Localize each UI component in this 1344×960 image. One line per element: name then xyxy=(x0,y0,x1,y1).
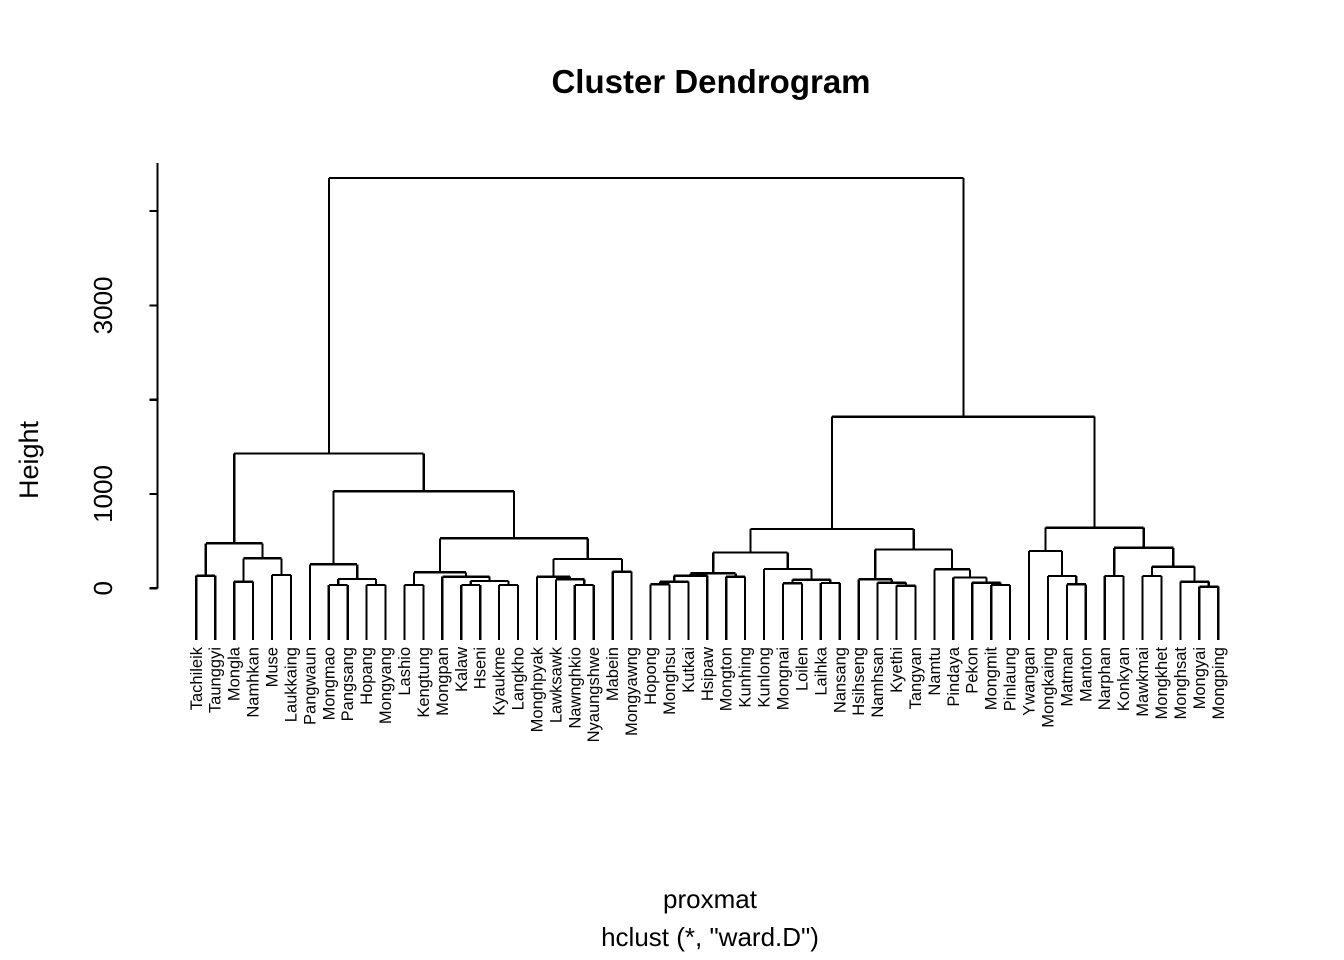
leaf-label: Manton xyxy=(1077,647,1095,702)
leaf-label: Mongpan xyxy=(434,647,452,716)
leaf-label: Mongping xyxy=(1210,647,1228,719)
leaf-label: Nansang xyxy=(831,647,849,713)
leaf-label: Kalaw xyxy=(453,647,471,692)
dendrogram-tree xyxy=(195,177,1220,640)
dendrogram-branches xyxy=(195,177,1220,640)
leaf-label: Pinlaung xyxy=(1002,647,1020,711)
leaf-label: Muse xyxy=(264,647,282,687)
leaf-label: Hopong xyxy=(642,647,660,705)
leaf-label: Pangsang xyxy=(339,647,357,721)
leaf-label: Pekon xyxy=(964,647,982,694)
leaf-label: Loilen xyxy=(793,647,811,691)
leaf-label: Lashio xyxy=(396,647,414,696)
y-tick-label: 1000 xyxy=(88,465,118,523)
leaf-label: Narphan xyxy=(1096,647,1114,710)
leaf-label: Mongla xyxy=(226,646,244,701)
leaf-label: Namhsan xyxy=(869,647,887,718)
leaf-label: Monghpyak xyxy=(528,646,546,732)
leaf-label: Kunlong xyxy=(756,647,774,708)
leaf-label: Kyethi xyxy=(888,647,906,693)
leaf-label: Kunhing xyxy=(737,647,755,708)
y-axis-line xyxy=(149,163,159,590)
leaf-label: Kengtung xyxy=(415,647,433,718)
leaf-label: Namtu xyxy=(926,647,944,696)
x-axis-sublabel: hclust (*, "ward.D") xyxy=(601,922,819,952)
leaf-label: Mongyang xyxy=(377,647,395,724)
leaf-label: Hsipaw xyxy=(699,647,717,701)
leaf-label: Mongyawng xyxy=(623,647,641,736)
leaf-label: Mongton xyxy=(718,647,736,711)
leaf-label: Langkho xyxy=(510,647,528,710)
leaf-label: Laukkaing xyxy=(282,647,300,722)
y-axis-label: Height xyxy=(14,420,44,499)
leaf-label: Hseni xyxy=(472,647,490,689)
leaf-label: Monghsu xyxy=(661,647,679,715)
leaf-label: Mongkaing xyxy=(1039,647,1057,728)
leaf-label: Nyaungshwe xyxy=(585,647,603,742)
leaf-label: Lawksawk xyxy=(547,646,565,723)
leaf-label: Kyaukme xyxy=(491,647,509,716)
leaf-label: Tangyan xyxy=(907,647,925,709)
leaf-label: Kutkai xyxy=(680,647,698,693)
leaf-label: Ywangan xyxy=(1021,647,1039,716)
leaf-label: Hsihseng xyxy=(850,647,868,716)
leaf-label: Namhkan xyxy=(245,647,263,718)
leaf-label: Mongmit xyxy=(983,647,1001,711)
leaf-label: Konkyan xyxy=(1115,647,1133,711)
leaf-label: Nawnghkio xyxy=(566,647,584,729)
leaf-label: Pindaya xyxy=(945,646,963,706)
y-tick-label: 0 xyxy=(88,581,118,595)
y-axis: 0 1000 3000 xyxy=(88,163,159,596)
leaf-label: Mongyai xyxy=(1191,647,1209,709)
leaf-label: Laihka xyxy=(812,646,830,695)
leaf-label: Matman xyxy=(1058,647,1076,707)
leaf-label: Monghsat xyxy=(1172,647,1190,720)
leaf-label: Mongkhet xyxy=(1153,647,1171,720)
leaf-label: Tachileik xyxy=(188,646,206,710)
leaf-label: Mongnai xyxy=(774,647,792,710)
leaf-label: Taunggyi xyxy=(207,647,225,713)
leaf-label: Mabein xyxy=(604,647,622,701)
leaf-label: Pangwaun xyxy=(301,647,319,725)
leaf-label: Mawkmai xyxy=(1134,647,1152,717)
chart-title: Cluster Dendrogram xyxy=(551,63,870,100)
x-axis-label: proxmat xyxy=(663,884,758,914)
y-tick-label: 3000 xyxy=(88,276,118,334)
leaf-label: Hopang xyxy=(358,647,376,705)
leaf-label: Mongmao xyxy=(320,647,338,720)
